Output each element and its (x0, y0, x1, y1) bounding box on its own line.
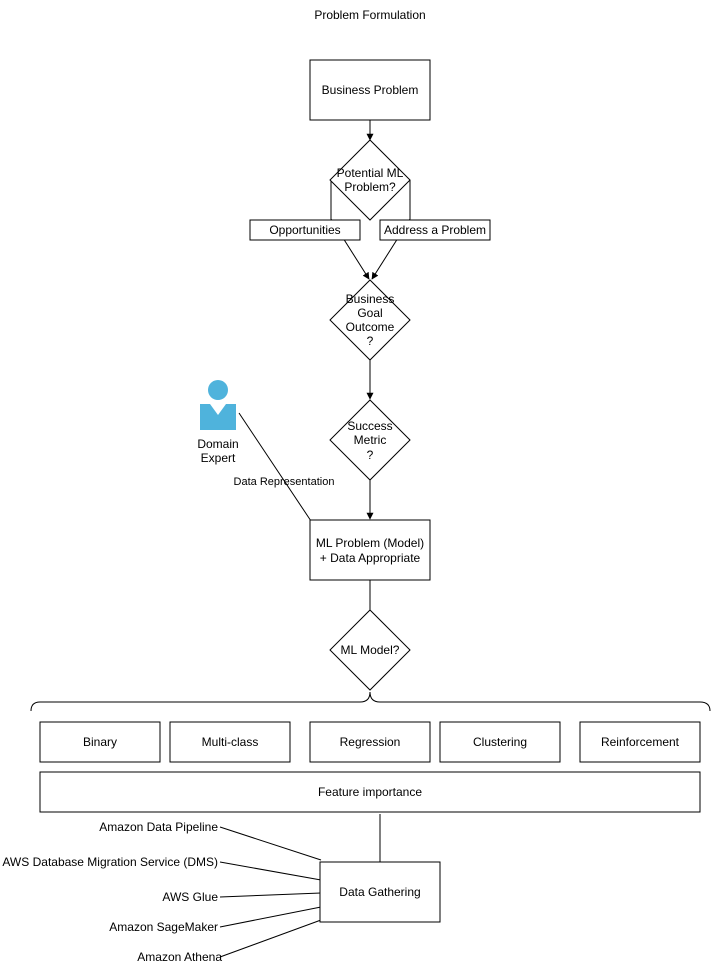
feature-importance-box (39, 771, 701, 813)
model-type-multiclass-label: Multi-class (202, 735, 259, 749)
model-type-regression-label: Regression (340, 735, 401, 749)
success-metric-label-line1: Success (347, 419, 392, 433)
edge-source-2 (219, 861, 322, 881)
business-goal-label-line3: Outcome (346, 320, 395, 334)
model-type-binary-box (39, 721, 161, 763)
edge-source-5 (219, 919, 322, 958)
ml-model-diamond (329, 609, 411, 691)
edge-source-4 (219, 906, 322, 928)
model-type-multiclass-box (169, 721, 291, 763)
data-gathering-label: Data Gathering (339, 885, 420, 899)
ml-problem-box (309, 519, 431, 581)
model-type-reinforcement-box (579, 721, 701, 763)
business-goal-label-line1: Business (346, 292, 395, 306)
success-metric-label-line3: ? (367, 448, 374, 462)
curly-brace (30, 691, 711, 712)
model-type-reinforcement-label: Reinforcement (601, 735, 680, 749)
ml-problem-label-line1: ML Problem (Model) (316, 536, 424, 550)
opportunities-box (249, 219, 361, 241)
data-source-amazon-athena: Amazon Athena (137, 950, 222, 964)
address-problem-label: Address a Problem (384, 223, 486, 237)
business-problem-box (309, 59, 431, 121)
data-source-amazon-data-pipeline: Amazon Data Pipeline (99, 820, 218, 834)
potential-ml-label-line2: Problem? (344, 180, 396, 194)
model-type-clustering-label: Clustering (473, 735, 527, 749)
success-metric-label-line2: Metric (354, 433, 387, 447)
feature-importance-label: Feature importance (318, 785, 422, 799)
diagram-title: Problem Formulation (314, 8, 425, 22)
edge-source-1 (219, 826, 322, 861)
opportunities-label: Opportunities (269, 223, 340, 237)
domain-expert-person-icon (200, 380, 236, 430)
data-source-aws-dms: AWS Database Migration Service (DMS) (2, 855, 218, 869)
model-type-binary-label: Binary (83, 735, 117, 749)
model-type-clustering-box (439, 721, 561, 763)
data-source-amazon-sagemaker: Amazon SageMaker (109, 920, 218, 934)
data-gathering-box (319, 861, 441, 923)
edge-expert-to-mlproblem (238, 412, 312, 522)
ml-problem-label-line2: + Data Appropriate (320, 551, 421, 565)
business-goal-label-line2: Goal (357, 306, 382, 320)
model-type-regression-box (309, 721, 431, 763)
success-metric-diamond (329, 399, 411, 481)
edge-source-3 (219, 892, 322, 898)
potential-ml-diamond (329, 139, 411, 221)
business-problem-label: Business Problem (322, 83, 419, 97)
data-representation-label: Data Representation (234, 476, 335, 488)
potential-ml-label-line1: Potential ML (337, 166, 404, 180)
edge-potential-to-goal-right (371, 180, 411, 280)
address-problem-box (379, 219, 491, 241)
edge-potential-to-goal-left (330, 180, 370, 280)
business-goal-label-line4: ? (367, 334, 374, 348)
domain-expert-label-line2: Expert (201, 451, 236, 465)
business-goal-diamond (329, 279, 411, 361)
data-source-aws-glue: AWS Glue (162, 890, 218, 904)
domain-expert-label-line1: Domain (197, 437, 238, 451)
ml-model-label: ML Model? (341, 643, 400, 657)
